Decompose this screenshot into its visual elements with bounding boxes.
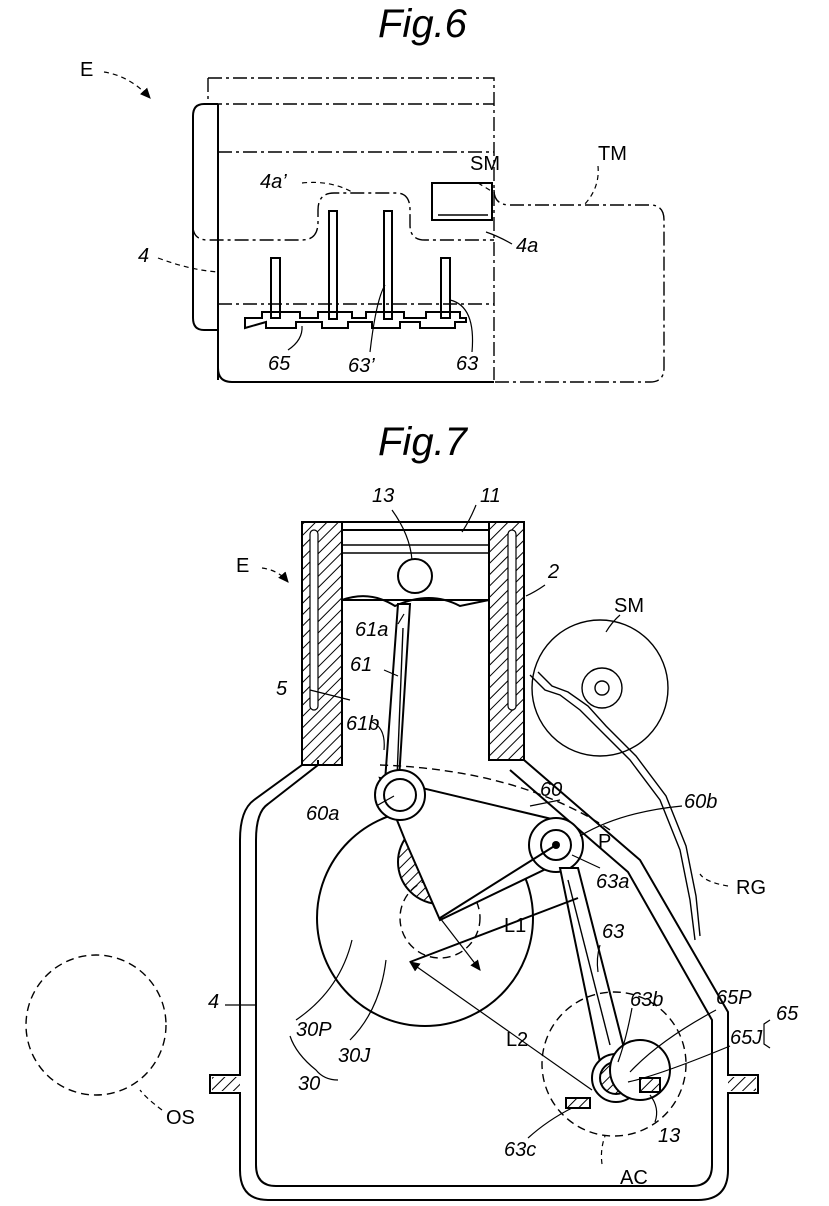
fig7-label-60b: 60b <box>684 791 717 813</box>
fig7-label-30j: 30J <box>338 1045 371 1067</box>
fig7-label-61b: 61b <box>346 713 379 735</box>
fig6-upper-box <box>207 77 495 380</box>
fig7-label-30p: 30P <box>296 1019 332 1041</box>
fig7-label-l1: L1 <box>504 915 526 937</box>
fig6-sm-leader <box>477 182 494 193</box>
fig7-label-60a: 60a <box>306 803 339 825</box>
fig6-label-63: 63 <box>456 353 478 375</box>
fig6-4a-prime-leader <box>301 181 353 193</box>
fig7-label-61: 61 <box>350 654 372 676</box>
fig6-4-leader <box>157 257 219 273</box>
fig7-label-p: P <box>598 831 611 853</box>
fig7-label-13-top: 13 <box>372 485 394 507</box>
fig7-label-ac: AC <box>620 1167 648 1189</box>
fig6-4a-leader <box>485 231 513 245</box>
fig6-label-4a: 4a <box>516 235 538 257</box>
fig7-label-61a: 61a <box>355 619 388 641</box>
fig6-e-arrow <box>103 71 151 99</box>
fig7-label-63c: 63c <box>504 1139 536 1161</box>
fig6-label-65: 65 <box>268 353 291 375</box>
fig6-label-4: 4 <box>138 245 149 267</box>
fig6-label-63-prime: 63’ <box>348 355 375 377</box>
fig7-label-63a: 63a <box>596 871 629 893</box>
fig7-label-l2: L2 <box>506 1029 528 1051</box>
fig7-title: Fig.7 <box>378 420 469 464</box>
fig7-label-rg: RG <box>736 877 766 899</box>
fig6-label-tm: TM <box>598 143 627 165</box>
fig6-title: Fig.6 <box>378 2 468 46</box>
fig7-label-65j: 65J <box>730 1027 763 1049</box>
fig7-label-65: 65 <box>776 1003 799 1025</box>
fig7-label-63: 63 <box>602 921 624 943</box>
crankcase-outline <box>209 521 759 1201</box>
figure-7: Fig.7 <box>25 420 799 1201</box>
fig6-tm-leader <box>583 165 599 206</box>
fig7-label-os: OS <box>166 1107 195 1129</box>
fig7-label-sm: SM <box>614 595 644 617</box>
fig7-label-11: 11 <box>480 485 501 507</box>
fig6-label-sm: SM <box>470 153 500 175</box>
fig6-label-e: E <box>80 59 93 81</box>
fig7-label-60: 60 <box>540 779 562 801</box>
fig7-label-5: 5 <box>276 678 288 700</box>
fig7-label-63b: 63b <box>630 989 663 1011</box>
fig7-label-4: 4 <box>208 991 219 1013</box>
fig7-label-30: 30 <box>298 1073 320 1095</box>
fig7-label-65p: 65P <box>716 987 752 1009</box>
fig7-label-2: 2 <box>547 561 559 583</box>
figure-6: Fig.6 E 4a’ <box>80 2 665 383</box>
fig6-label-4a-prime: 4a’ <box>260 171 287 193</box>
fig7-label-13-bottom: 13 <box>658 1125 680 1147</box>
fig7-label-e: E <box>236 555 249 577</box>
